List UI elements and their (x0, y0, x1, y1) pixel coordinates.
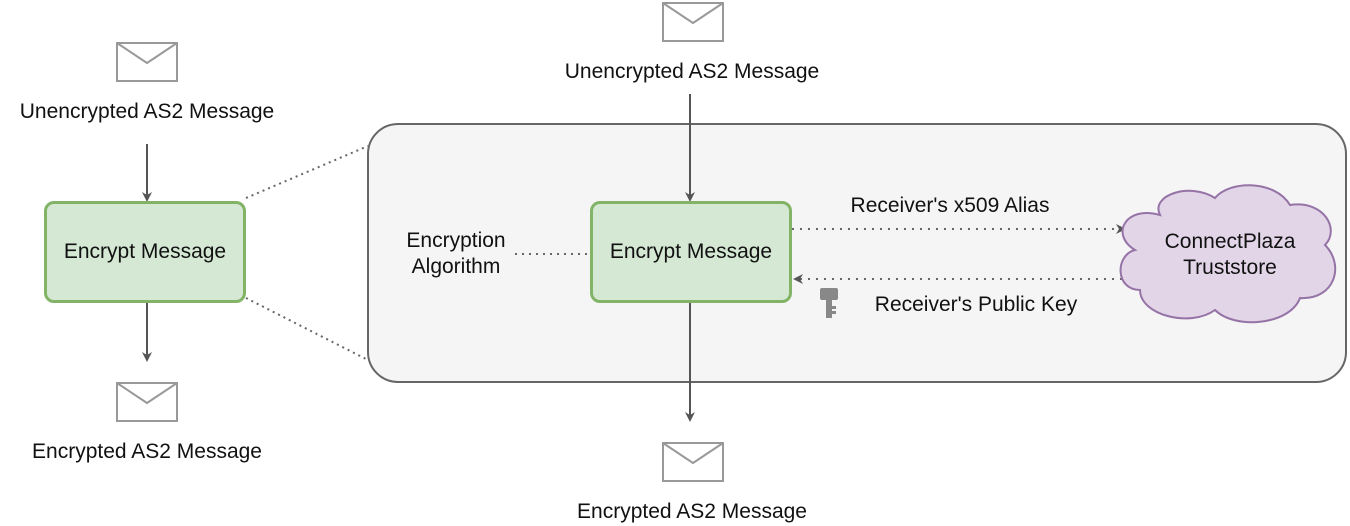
response-label: Receiver's Public Key (874, 293, 1078, 316)
left-encrypt-message-label: Encrypt Message (63, 240, 227, 263)
truststore-label: ConnectPlaza Truststore (1164, 230, 1296, 279)
detail-container (367, 123, 1347, 383)
envelope-icon (116, 382, 178, 422)
envelope-icon (662, 442, 724, 482)
algorithm-label: Encryption Algorithm (406, 229, 506, 278)
key-icon (820, 288, 838, 318)
truststore-cloud (1119, 184, 1337, 324)
zoom-connector-top (245, 145, 369, 199)
detail-encrypt-message-box: Encrypt Message (590, 201, 792, 303)
left-output-label: Encrypted AS2 Message (32, 440, 262, 463)
detail-output-label: Encrypted AS2 Message (577, 500, 807, 523)
envelope-icon (116, 42, 178, 82)
left-input-label: Unencrypted AS2 Message (19, 100, 275, 123)
request-label: Receiver's x509 Alias (850, 194, 1050, 217)
zoom-connector-bottom (245, 297, 369, 361)
detail-input-label: Unencrypted AS2 Message (564, 60, 820, 83)
left-encrypt-message-box: Encrypt Message (44, 201, 246, 303)
envelope-icon (662, 2, 724, 42)
detail-encrypt-message-label: Encrypt Message (609, 240, 773, 263)
